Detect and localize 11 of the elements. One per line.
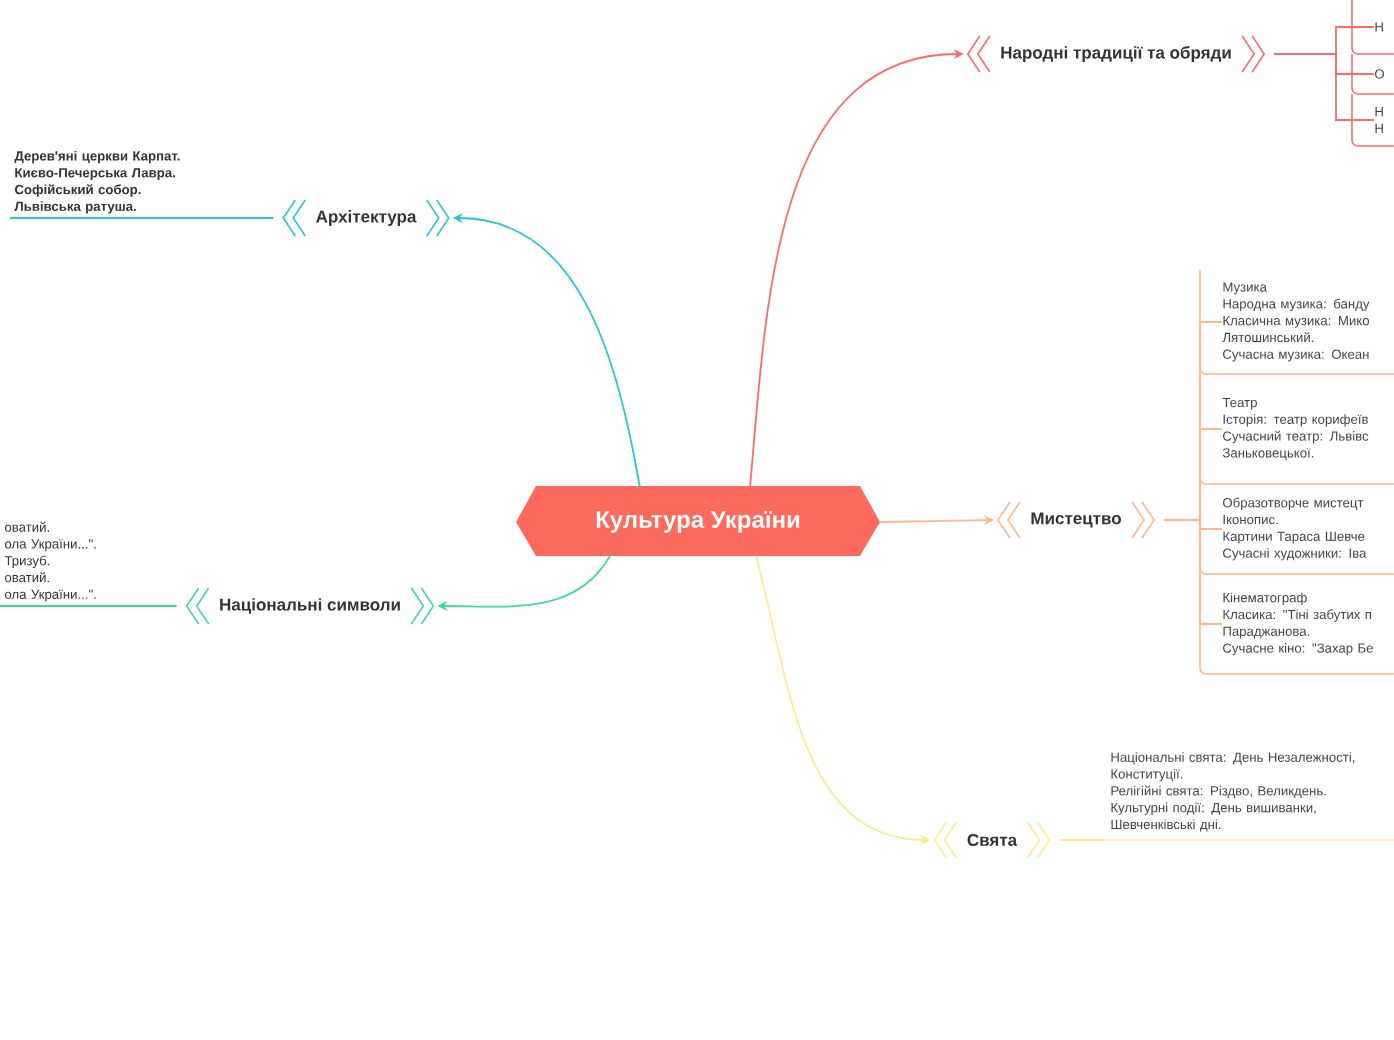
connector-line bbox=[0, 605, 178, 607]
topic-node: Народні традиції та обряди bbox=[966, 35, 1266, 73]
central-topic: Культура України bbox=[516, 486, 880, 556]
connector-line bbox=[9, 217, 275, 219]
topic-node: Мистецтво bbox=[997, 501, 1155, 539]
topic-node: Свята bbox=[933, 821, 1051, 859]
connector-line bbox=[1273, 53, 1375, 121]
connector-line bbox=[1058, 839, 1105, 841]
connector-line bbox=[1163, 519, 1223, 625]
topic-node: Національні символи bbox=[185, 587, 435, 625]
topic-node: Архітектура bbox=[282, 199, 450, 237]
